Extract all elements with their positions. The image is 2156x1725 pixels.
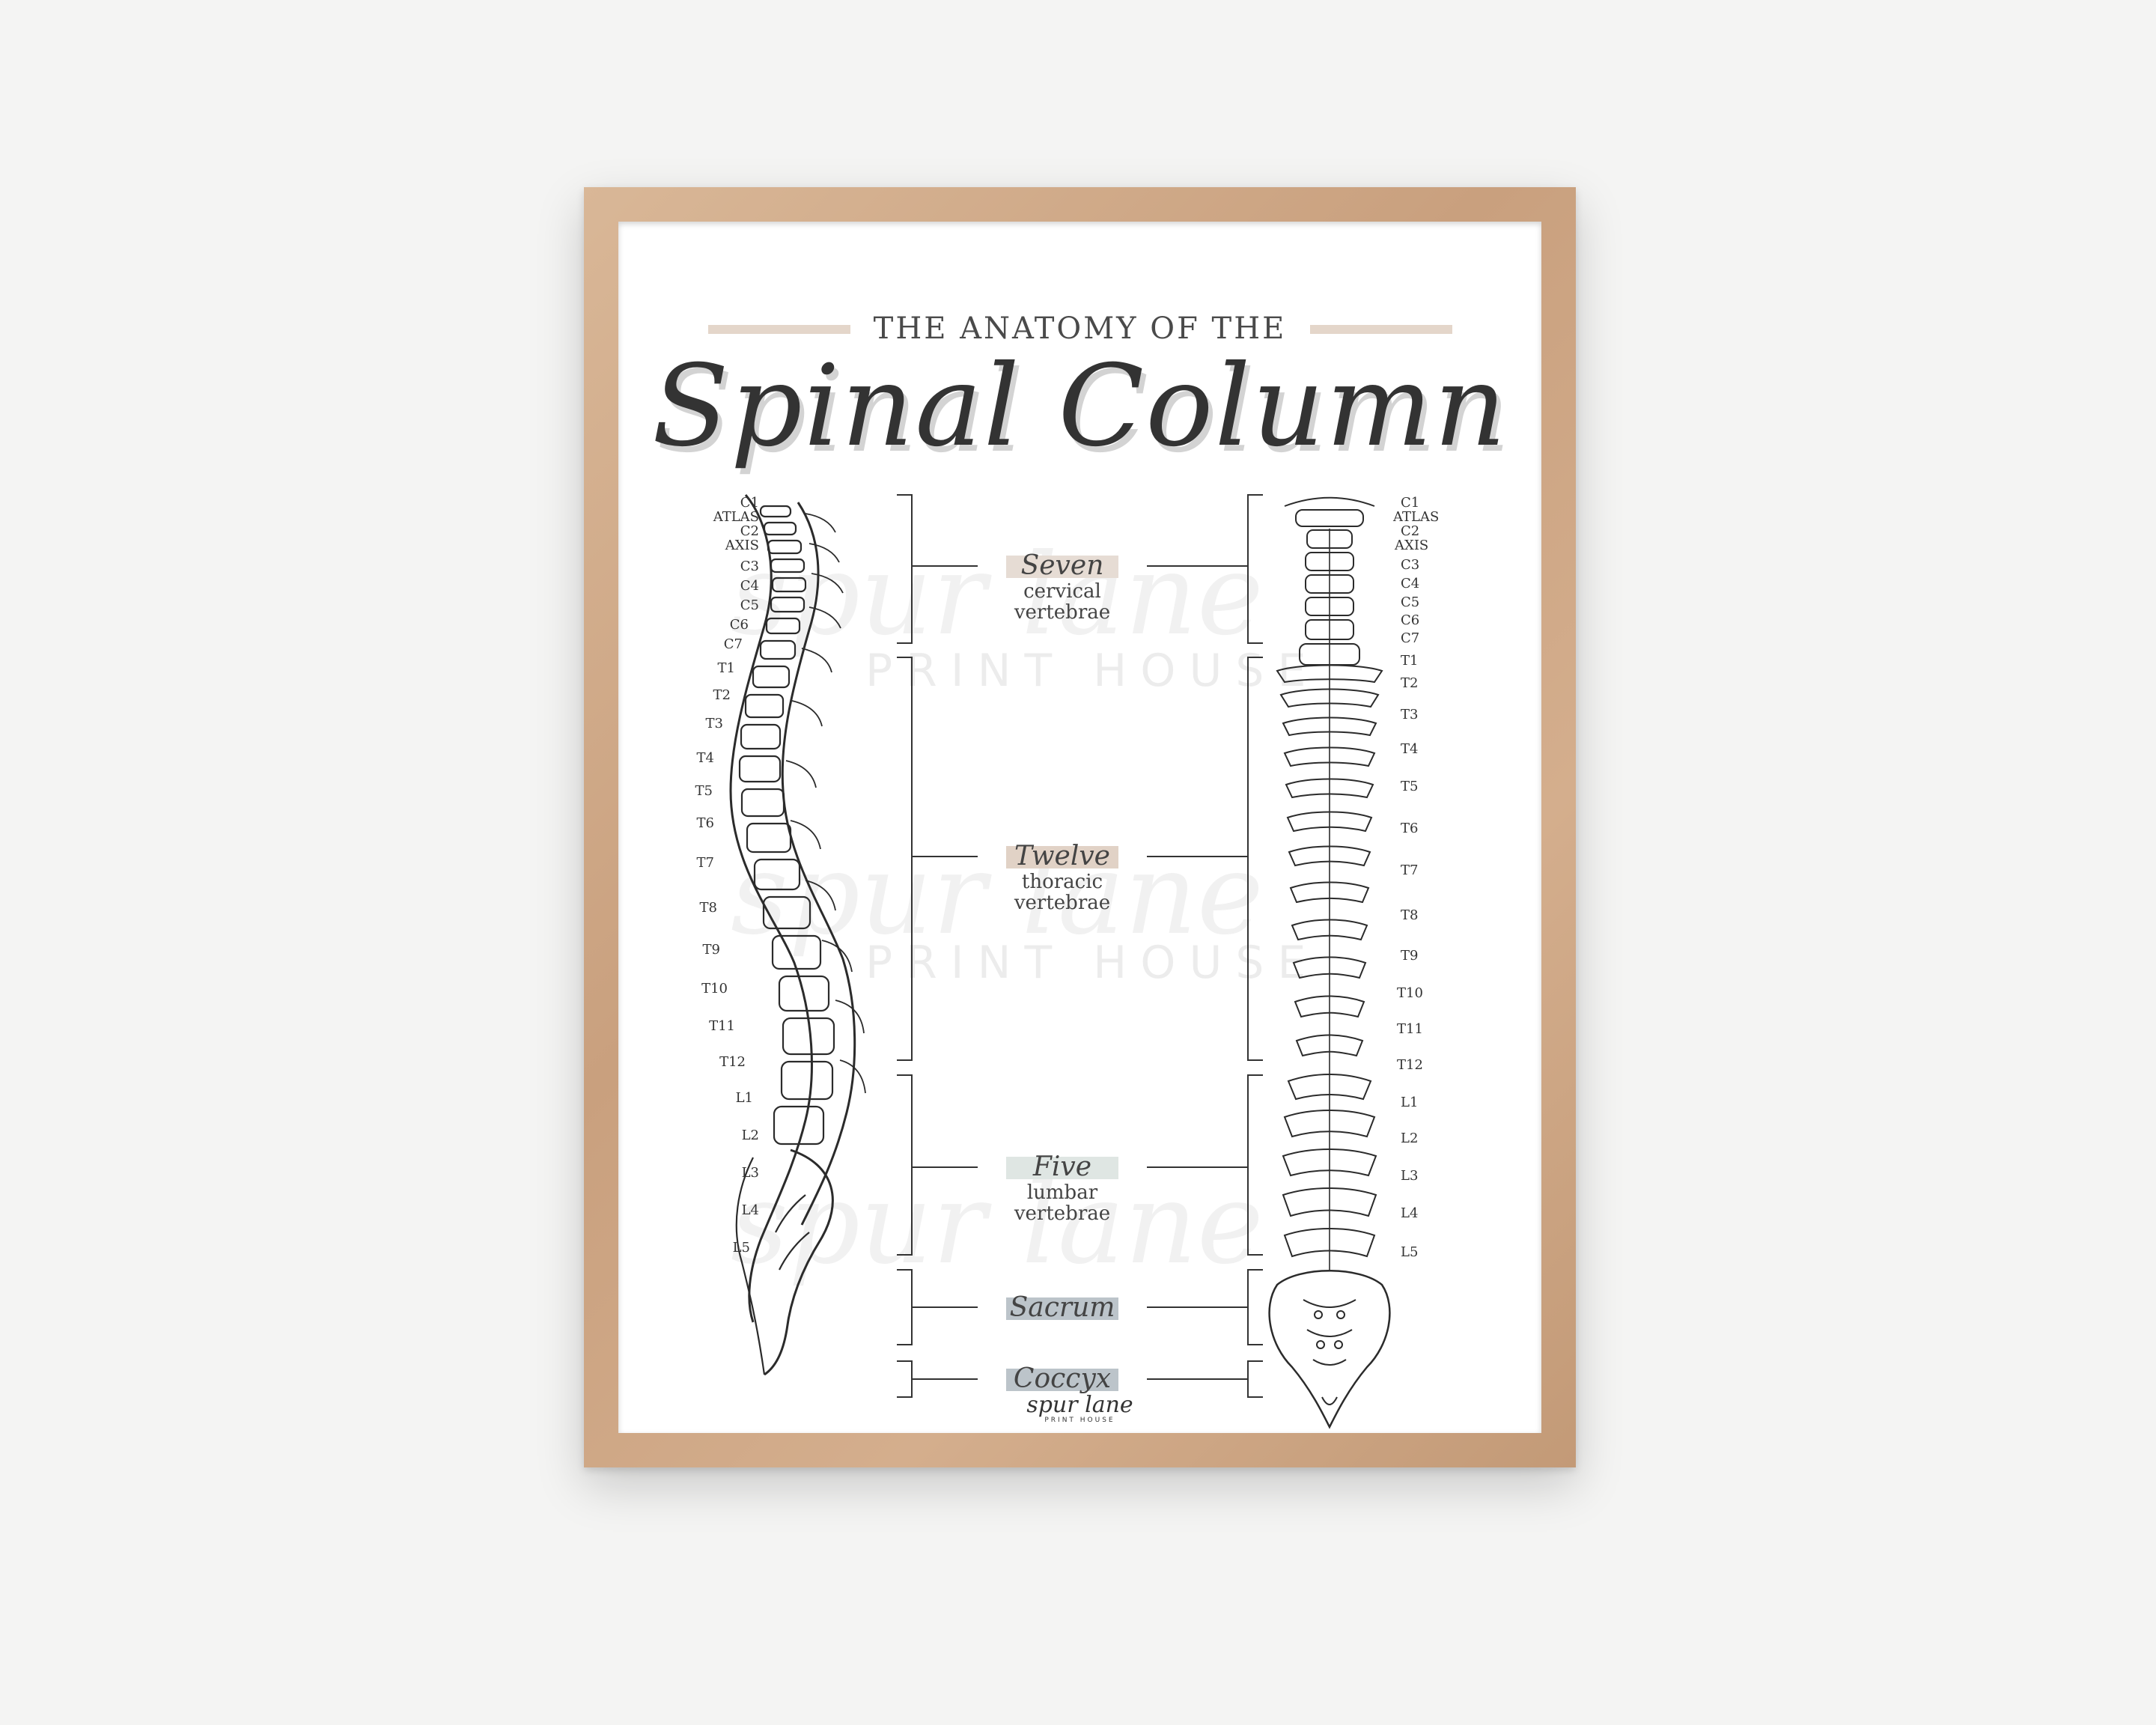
group-name-cervical: Seven [1020, 550, 1104, 581]
left-label-t11: T11 [709, 1018, 735, 1034]
svg-text:PRINT HOUSE: PRINT HOUSE [865, 937, 1319, 989]
left-label-t7: T7 [696, 855, 714, 871]
group-name-coccyx: Coccyx [1013, 1363, 1112, 1394]
left-label-atlas: ATLAS [713, 509, 759, 525]
left-label-axis: AXIS [725, 538, 759, 553]
left-label-t6: T6 [696, 815, 714, 831]
title-accent-bar-left [708, 325, 850, 334]
right-label-c3: C3 [1401, 557, 1420, 573]
svg-text:PRINT HOUSE: PRINT HOUSE [865, 645, 1319, 697]
right-label-l5: L5 [1401, 1244, 1419, 1260]
right-label-c5: C5 [1401, 594, 1420, 610]
poster-title: Spinal Column [652, 341, 1508, 472]
right-label-t4: T4 [1401, 741, 1419, 757]
left-label-c3: C3 [740, 559, 759, 574]
group-bg-thoracic [1006, 846, 1118, 868]
group-desc1-lumbar: lumbar [1026, 1181, 1098, 1204]
left-label-c2: C2 [740, 523, 759, 539]
left-label-t4: T4 [696, 750, 714, 766]
poster: spur lane spur lane spur lane PRINT HOUS… [618, 222, 1541, 1433]
right-label-l1: L1 [1401, 1095, 1419, 1110]
right-label-axis: AXIS [1395, 538, 1429, 553]
left-label-c5: C5 [740, 597, 759, 613]
group-cervical: Seven cervical vertebrae [991, 550, 1133, 624]
group-desc2-cervical: vertebrae [1014, 601, 1111, 624]
right-label-c6: C6 [1401, 612, 1420, 628]
group-bg-cervical [1006, 556, 1118, 578]
left-label-l4: L4 [741, 1202, 759, 1218]
svg-text:spur lane: spur lane [731, 530, 1264, 660]
left-label-l2: L2 [741, 1128, 759, 1143]
right-label-l3: L3 [1401, 1168, 1419, 1184]
group-bg-sacrum [1006, 1297, 1118, 1320]
group-coccyx: Coccyx [991, 1364, 1133, 1394]
group-thoracic: Twelve thoracic vertebrae [991, 841, 1133, 914]
left-label-t9: T9 [702, 942, 720, 958]
svg-text:spur lane: spur lane [731, 1159, 1264, 1289]
group-name-thoracic: Twelve [1014, 841, 1110, 871]
wooden-frame: spur lane spur lane spur lane PRINT HOUS… [584, 187, 1576, 1467]
posterior-spine-illustration [1268, 496, 1391, 1429]
group-lumbar: Five lumbar vertebrae [991, 1151, 1133, 1225]
left-label-l5: L5 [732, 1240, 750, 1256]
left-label-t5: T5 [695, 783, 713, 799]
right-label-atlas: ATLAS [1393, 509, 1440, 525]
right-label-c1: C1 [1401, 495, 1420, 511]
group-desc1-thoracic: thoracic [1021, 871, 1103, 893]
group-desc2-thoracic: vertebrae [1014, 892, 1111, 914]
group-desc1-cervical: cervical [1023, 580, 1101, 603]
left-label-l1: L1 [735, 1090, 753, 1106]
watermark: spur lane spur lane spur lane [731, 530, 1264, 1289]
right-label-t11: T11 [1397, 1021, 1423, 1037]
right-label-t12: T12 [1397, 1057, 1423, 1073]
lateral-spine-illustration [729, 494, 866, 1376]
right-label-t2: T2 [1401, 675, 1419, 691]
right-label-t3: T3 [1401, 707, 1419, 722]
left-label-t2: T2 [713, 687, 731, 703]
poster-art: spur lane spur lane spur lane PRINT HOUS… [708, 325, 1452, 1429]
right-label-t7: T7 [1401, 862, 1419, 878]
left-label-c4: C4 [740, 578, 759, 594]
right-label-c4: C4 [1401, 576, 1420, 591]
brand-mark: spur lane PRINT HOUSE [618, 1392, 1541, 1425]
right-label-l2: L2 [1401, 1131, 1419, 1146]
left-label-c6: C6 [729, 617, 749, 633]
right-label-c7: C7 [1401, 630, 1420, 646]
group-desc2-lumbar: vertebrae [1014, 1202, 1111, 1225]
group-name-lumbar: Five [1032, 1151, 1092, 1182]
group-sacrum: Sacrum [991, 1293, 1133, 1323]
left-label-c7: C7 [723, 636, 743, 652]
brand-subtitle: PRINT HOUSE [1044, 1417, 1115, 1424]
right-label-l4: L4 [1401, 1205, 1419, 1221]
left-label-t1: T1 [717, 660, 735, 676]
left-label-t8: T8 [699, 900, 717, 916]
right-label-t6: T6 [1401, 821, 1419, 836]
right-label-t5: T5 [1401, 779, 1419, 794]
right-label-c2: C2 [1401, 523, 1420, 539]
left-label-l3: L3 [741, 1165, 759, 1181]
poster-subtitle: THE ANATOMY OF THE [873, 311, 1287, 346]
left-label-t3: T3 [705, 716, 723, 731]
right-label-t1: T1 [1401, 653, 1419, 669]
left-label-c1: C1 [740, 495, 759, 511]
right-label-t10: T10 [1397, 985, 1423, 1001]
group-bg-lumbar [1006, 1157, 1118, 1179]
group-bg-coccyx [1006, 1369, 1118, 1391]
title-accent-bar-right [1310, 325, 1452, 334]
left-label-t10: T10 [701, 981, 728, 997]
group-name-sacrum: Sacrum [1009, 1292, 1115, 1323]
right-label-t8: T8 [1401, 907, 1419, 923]
left-label-t12: T12 [719, 1054, 746, 1070]
group-brackets [897, 494, 1263, 1398]
right-label-t9: T9 [1401, 948, 1419, 964]
brand-name: spur lane [1026, 1392, 1133, 1418]
